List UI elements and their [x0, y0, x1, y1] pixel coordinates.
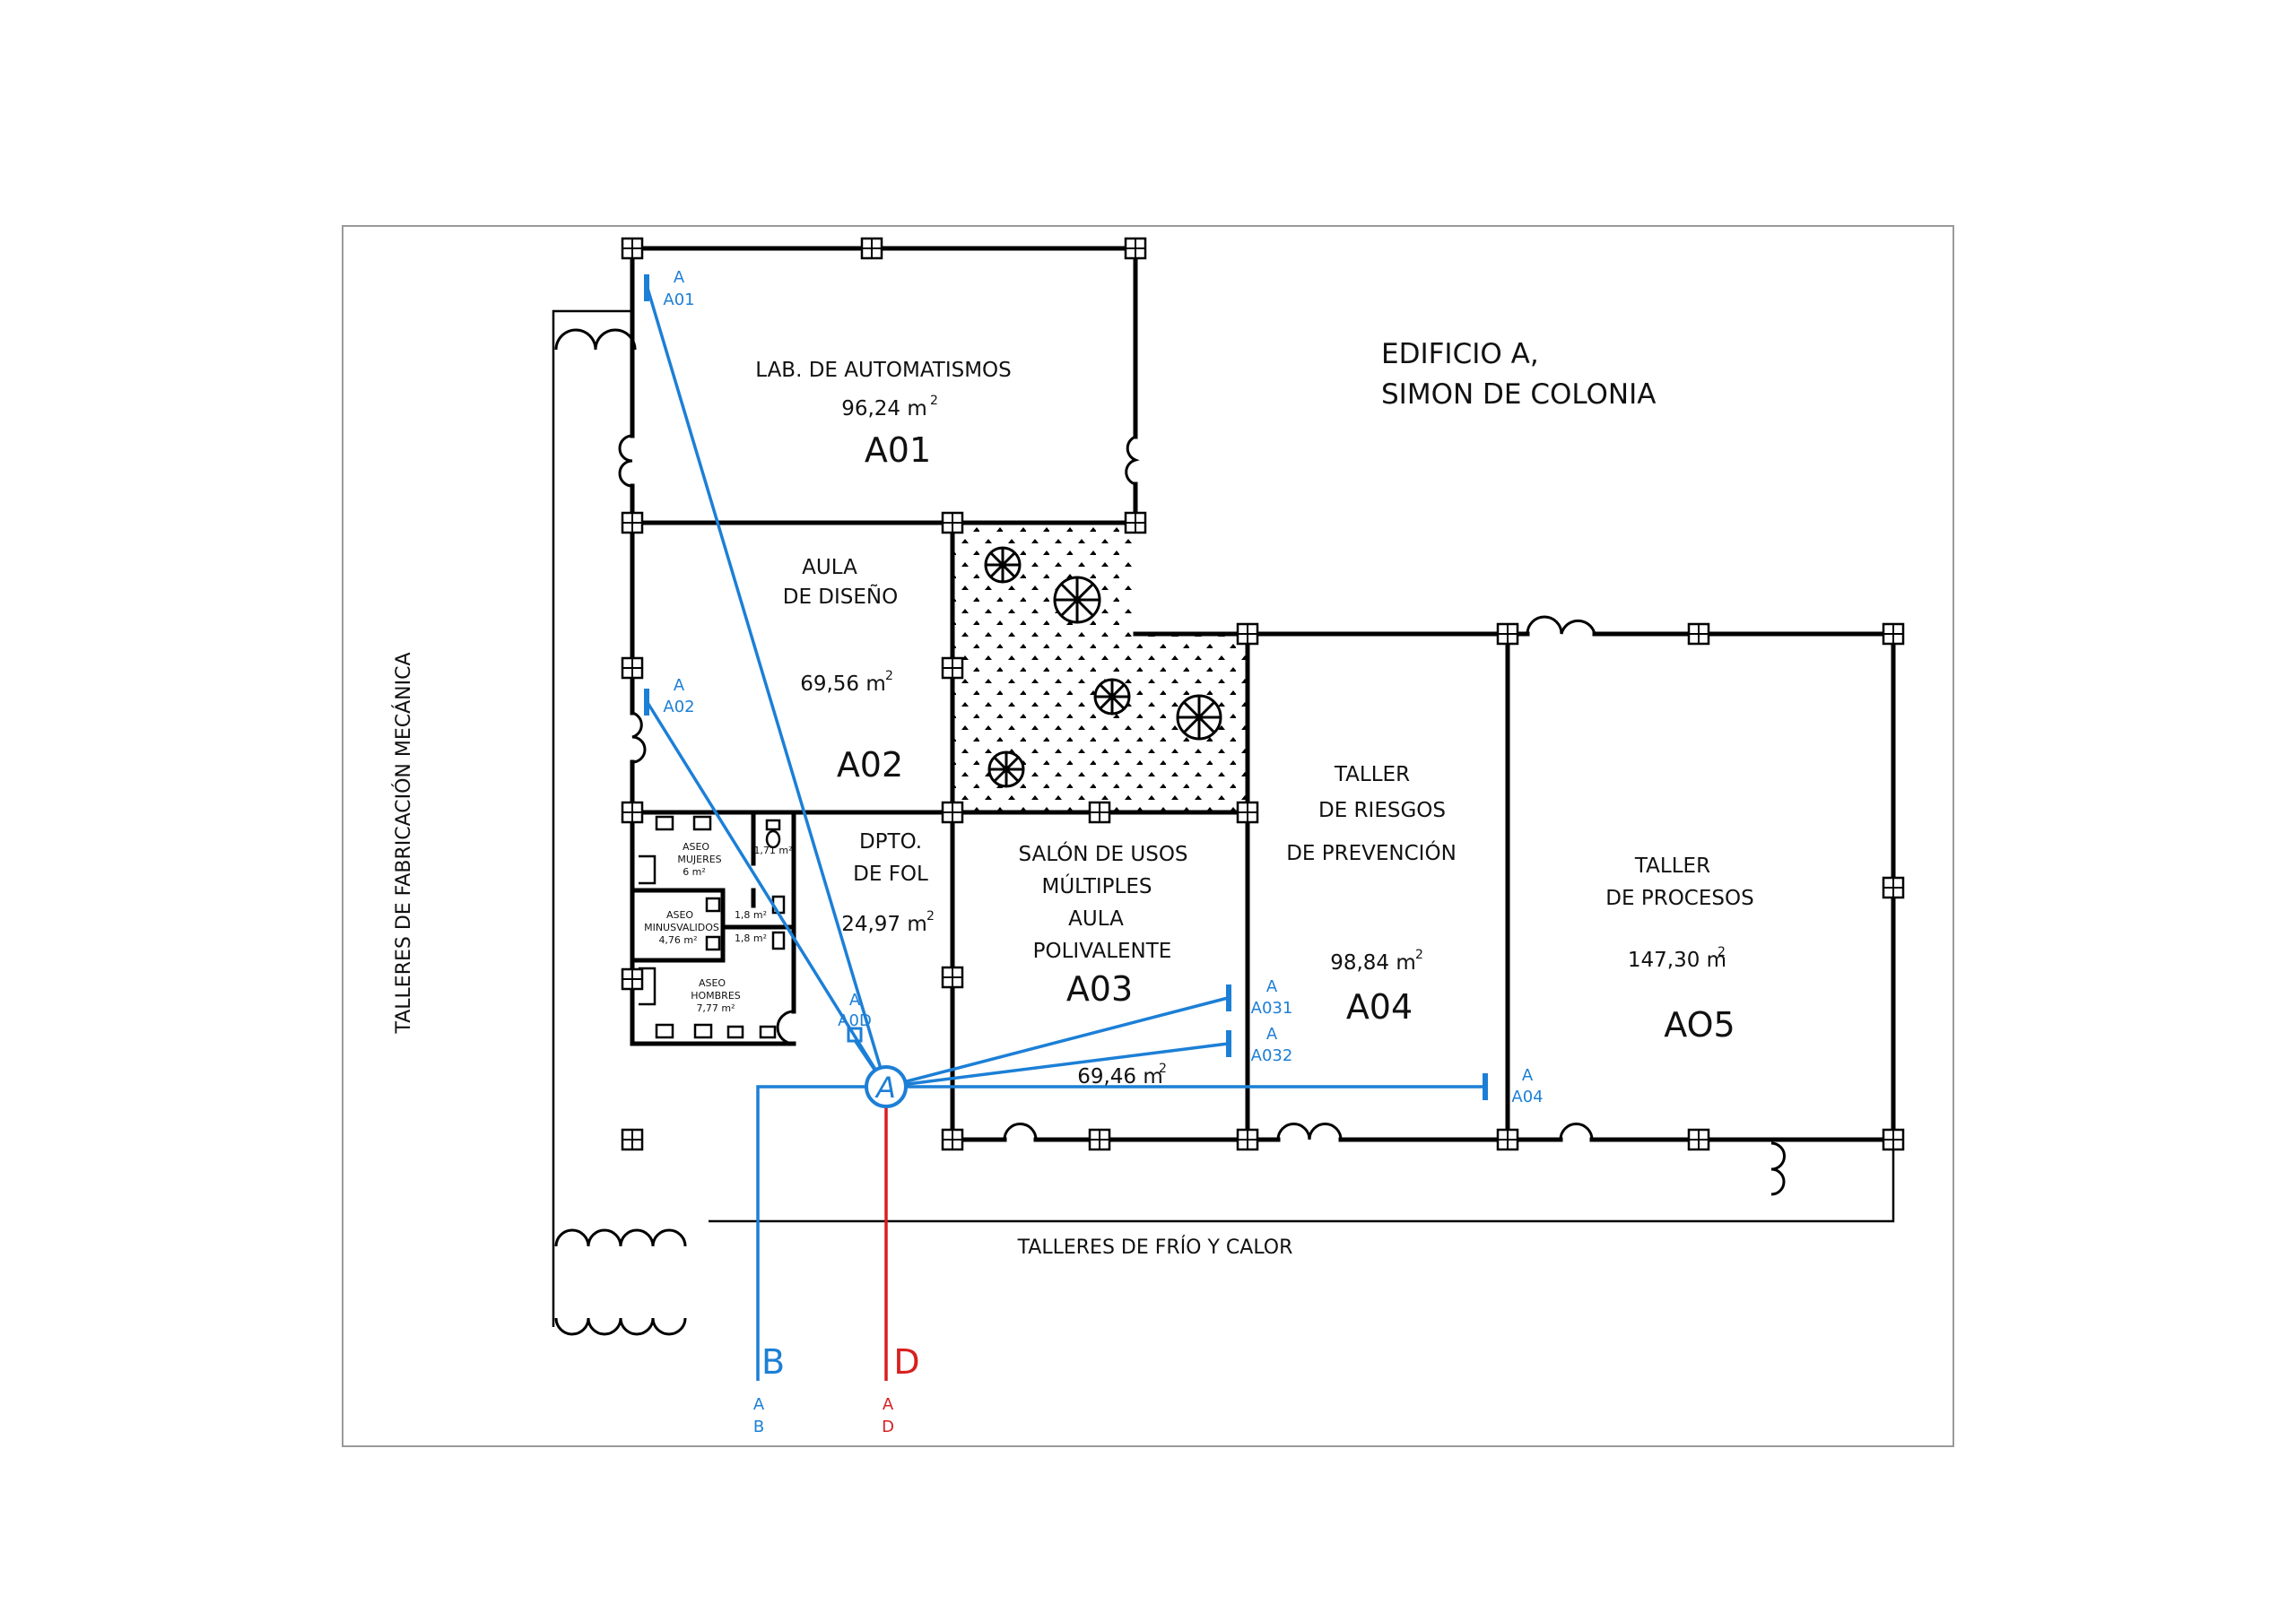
network-cables: [645, 284, 1485, 1381]
output-b-code: A: [753, 1395, 765, 1414]
output-b-code: B: [753, 1418, 764, 1436]
room-name: AULA: [1068, 907, 1124, 931]
room-code: AO5: [1664, 1005, 1735, 1045]
room-name: DE FOL: [853, 863, 928, 886]
sanitary-fixtures: [639, 815, 786, 1039]
output-d-label: D: [893, 1342, 919, 1382]
room-area: 98,84 m: [1330, 951, 1416, 975]
superscript: 2: [1159, 1062, 1167, 1076]
room-code: A03: [1066, 969, 1133, 1009]
outlet-label: A032: [1251, 1046, 1293, 1065]
small-room-area: 1,8 m²: [735, 932, 767, 944]
outlet-label: A04: [1511, 1088, 1543, 1106]
output-b-label: B: [761, 1342, 785, 1382]
outlet-marker-a0d: [847, 1027, 863, 1043]
bottom-area-label: TALLERES DE FRÍO Y CALOR: [1017, 1236, 1293, 1259]
patio: [952, 523, 1248, 812]
room-area: 96,24 m: [841, 397, 927, 421]
outlet-label: A: [674, 268, 685, 287]
superscript: 2: [1415, 948, 1423, 962]
aseo-hombres-area: 7,77 m²: [696, 1002, 735, 1014]
doors: [554, 328, 1786, 1336]
structural-columns: [621, 237, 1905, 1151]
room-name: LAB. DE AUTOMATISMOS: [755, 359, 1012, 382]
outlet-marker-a04: [1483, 1073, 1488, 1100]
room-area: 69,46 m: [1077, 1065, 1163, 1089]
room-name: TALLER: [1334, 763, 1410, 786]
room-name: DE PREVENCIÓN: [1286, 840, 1457, 865]
aseo-minusvalidos-area: 4,76 m²: [658, 934, 697, 946]
outlet-label: A: [1266, 1025, 1278, 1044]
superscript: 2: [885, 669, 893, 683]
room-code: A04: [1346, 987, 1413, 1027]
network-hub: A: [865, 1065, 908, 1108]
room-area: 147,30 m: [1628, 949, 1726, 972]
room-name: MÚLTIPLES: [1042, 873, 1152, 898]
building-title: EDIFICIO A,: [1381, 338, 1539, 370]
output-d-code: D: [882, 1418, 894, 1436]
output-d-code: A: [883, 1395, 894, 1414]
left-area-label: TALLERES DE FABRICACIÓN MECÁNICA: [392, 652, 415, 1034]
small-room-area: 1,8 m²: [735, 909, 767, 921]
room-name: DE PROCESOS: [1605, 887, 1753, 910]
aseo-minusvalidos-label: ASEO: [666, 909, 693, 921]
room-fol: DPTO. DE FOL 24,97 m 2: [841, 830, 935, 936]
outlet-label: A031: [1251, 999, 1293, 1018]
room-name: SALÓN DE USOS: [1018, 841, 1187, 866]
outlet-label: A01: [663, 291, 694, 309]
aseo-mujeres-label: MUJERES: [677, 854, 721, 865]
room-a02: AULA DE DISEÑO 69,56 m 2 A02: [783, 556, 903, 785]
tree-icon: [1176, 694, 1222, 741]
room-area: 69,56 m: [800, 672, 886, 696]
room-name: DE RIESGOS: [1318, 799, 1446, 822]
room-name: DPTO.: [859, 830, 922, 854]
aseo-hombres-label: HOMBRES: [691, 990, 741, 1002]
room-a05: TALLER DE PROCESOS 147,30 m 2 AO5: [1605, 854, 1753, 1045]
room-a03: SALÓN DE USOS MÚLTIPLES AULA POLIVALENTE…: [1018, 841, 1187, 1089]
tree-icon: [987, 750, 1025, 788]
outlet-marker-a031: [1226, 984, 1231, 1011]
room-name: DE DISEÑO: [783, 584, 899, 609]
aseo-mujeres-label: ASEO: [683, 841, 709, 853]
outlet-marker-a02: [644, 689, 649, 716]
outlet-label: A: [1522, 1066, 1534, 1085]
room-name: TALLER: [1634, 854, 1710, 878]
room-a01: LAB. DE AUTOMATISMOS 96,24 m 2 A01: [755, 359, 1012, 470]
superscript: 2: [1718, 945, 1726, 959]
tree-icon: [984, 546, 1022, 584]
outlet-marker-a032: [1226, 1030, 1231, 1057]
room-name: POLIVALENTE: [1033, 940, 1172, 963]
aseo-hombres-label: ASEO: [699, 977, 726, 989]
room-code: A01: [865, 430, 931, 470]
network-outlets: [644, 274, 1488, 1100]
outlet-labels: A A01 A A02 A A0D A A031 A A032 A A04 B …: [663, 268, 1543, 1436]
aseo-minusvalidos-label: MINUSVALIDOS: [644, 922, 719, 933]
outlet-label: A02: [663, 698, 694, 716]
sheet-border: [342, 225, 1954, 1447]
tree-icon: [1093, 678, 1131, 716]
room-name: AULA: [802, 556, 857, 579]
restrooms: ASEO MUJERES 6 m² ASEO MINUSVALIDOS 4,76…: [644, 841, 792, 1014]
outlet-marker-a01: [644, 274, 649, 301]
outlet-label: A: [849, 991, 861, 1010]
superscript: 2: [930, 394, 938, 408]
room-a04: TALLER DE RIESGOS DE PREVENCIÓN 98,84 m …: [1286, 763, 1457, 1027]
outlet-label: A: [674, 676, 685, 695]
small-room-area: 1,71 m²: [753, 845, 792, 856]
corridor-outline: [552, 309, 1895, 1327]
outlet-label: A: [1266, 977, 1278, 996]
building-subtitle: SIMON DE COLONIA: [1381, 378, 1656, 411]
tree-icon: [1053, 576, 1101, 624]
hub-label: A: [874, 1071, 896, 1105]
superscript: 2: [926, 909, 935, 924]
outlet-label: A0D: [838, 1011, 872, 1030]
room-area: 24,97 m: [841, 913, 927, 936]
aseo-mujeres-area: 6 m²: [683, 866, 706, 878]
room-code: A02: [837, 745, 903, 785]
